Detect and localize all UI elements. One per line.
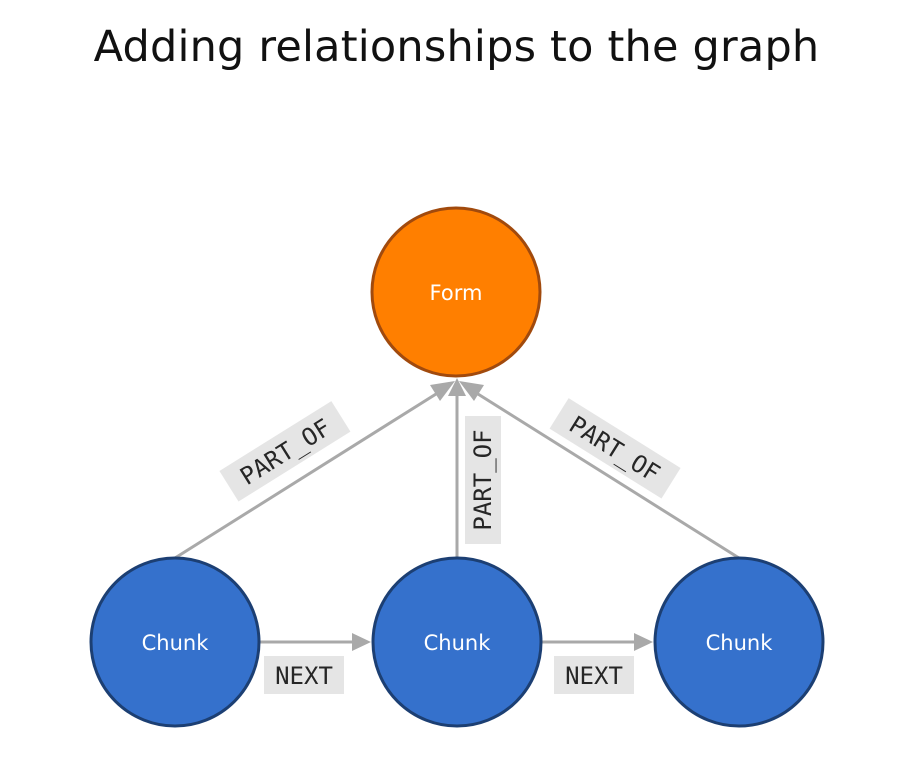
edge-part-of-left-arrow	[430, 381, 455, 401]
edge-part-of-middle	[448, 378, 466, 557]
edge-label-background	[465, 416, 501, 544]
node-chunk-left-label: Chunk	[142, 631, 210, 655]
edge-label-background	[554, 656, 634, 694]
edge-label-background	[264, 656, 344, 694]
node-chunk-left-circle	[89, 556, 261, 728]
node-chunk-middle-circle	[371, 556, 543, 728]
node-form-label: Form	[430, 281, 483, 305]
node-chunk-right: Chunk	[653, 556, 825, 728]
edge-part-of-left-line	[174, 387, 445, 560]
edge-label-part-of-right: PART_OF	[549, 398, 681, 499]
node-chunk-middle: Chunk	[371, 556, 543, 728]
edge-part-of-left	[174, 381, 455, 560]
edge-next-left-arrow	[352, 633, 371, 651]
diagram-title: Adding relationships to the graph	[93, 22, 820, 72]
edge-next-right-arrow	[634, 633, 653, 651]
edge-part-of-right-line	[469, 387, 740, 560]
edge-label-part-of-middle: PART_OF	[465, 416, 501, 544]
node-chunk-right-label: Chunk	[706, 631, 774, 655]
node-form-circle	[370, 206, 542, 378]
edge-label-background	[219, 401, 351, 502]
edge-part-of-right	[459, 381, 740, 560]
edge-next-left	[259, 633, 371, 651]
edge-label-background	[549, 398, 681, 499]
edge-label-next-right: NEXT	[554, 656, 634, 694]
node-chunk-left: Chunk	[89, 556, 261, 728]
edge-label-part-of-left: PART_OF	[219, 401, 351, 502]
edge-label-text: NEXT	[565, 662, 623, 690]
node-chunk-middle-label: Chunk	[424, 631, 492, 655]
node-chunk-right-circle	[653, 556, 825, 728]
edge-label-next-left: NEXT	[264, 656, 344, 694]
edge-label-text: PART_OF	[469, 429, 497, 530]
edge-next-right	[541, 633, 653, 651]
edge-part-of-middle-arrow	[448, 378, 466, 396]
edge-label-text: NEXT	[275, 662, 333, 690]
edge-part-of-right-arrow	[459, 381, 484, 401]
node-form: Form	[370, 206, 542, 378]
